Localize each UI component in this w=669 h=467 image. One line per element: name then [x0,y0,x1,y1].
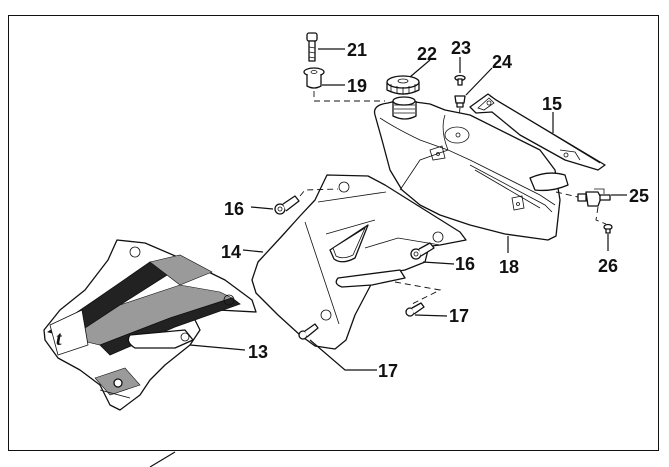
leader-14 [242,249,264,253]
tap-screw[interactable] [603,223,613,234]
leader-17-lower [309,339,377,371]
assembly-line-26 [595,206,607,225]
leader-16-upper [250,206,274,210]
assembly-line-25 [555,191,579,198]
callout-26: 26 [598,256,618,276]
callout-17-right: 17 [449,306,469,326]
rubber-bushing[interactable] [303,67,325,89]
grommet[interactable] [454,95,466,108]
leader-22 [409,59,431,78]
frame-tail-line [149,451,176,467]
tank-bolt[interactable] [306,32,318,62]
callout-13: 13 [248,342,268,362]
callout-21: 21 [347,40,367,60]
shroud-screw-middle[interactable] [410,242,435,260]
leader-17-right [414,314,448,317]
assembly-line-17-right [394,281,442,306]
callout-16-middle: 16 [455,254,475,274]
leader-13 [189,344,246,351]
left-shroud-decal[interactable]: t [43,239,257,411]
callout-18: 18 [499,257,519,277]
tank-bracket[interactable] [469,93,606,171]
assembly-line-16-upper [299,188,339,197]
leader-16-middle [422,261,455,265]
callout-14: 14 [221,242,241,262]
assembly-line-19 [313,91,385,102]
small-screw[interactable] [454,74,466,86]
callout-15: 15 [542,94,562,114]
fuel-tank[interactable] [373,96,569,241]
leader-24 [465,67,493,96]
shroud-screw-right[interactable] [405,302,425,317]
shroud-screw-lower[interactable] [298,323,319,340]
callout-17-lower: 17 [378,361,398,381]
fuel-cap[interactable] [386,75,420,95]
diagram-frame [8,15,659,451]
callout-24: 24 [492,52,512,72]
fuel-tap[interactable] [577,188,611,207]
callout-22: 22 [417,44,437,64]
callout-23: 23 [451,38,471,58]
callout-19: 19 [347,76,367,96]
callout-16-upper: 16 [224,199,244,219]
callout-25: 25 [629,186,649,206]
shroud-logo-glyph: t [56,328,63,350]
shroud-screw-upper[interactable] [274,195,300,215]
radiator-shroud[interactable] [251,174,467,350]
